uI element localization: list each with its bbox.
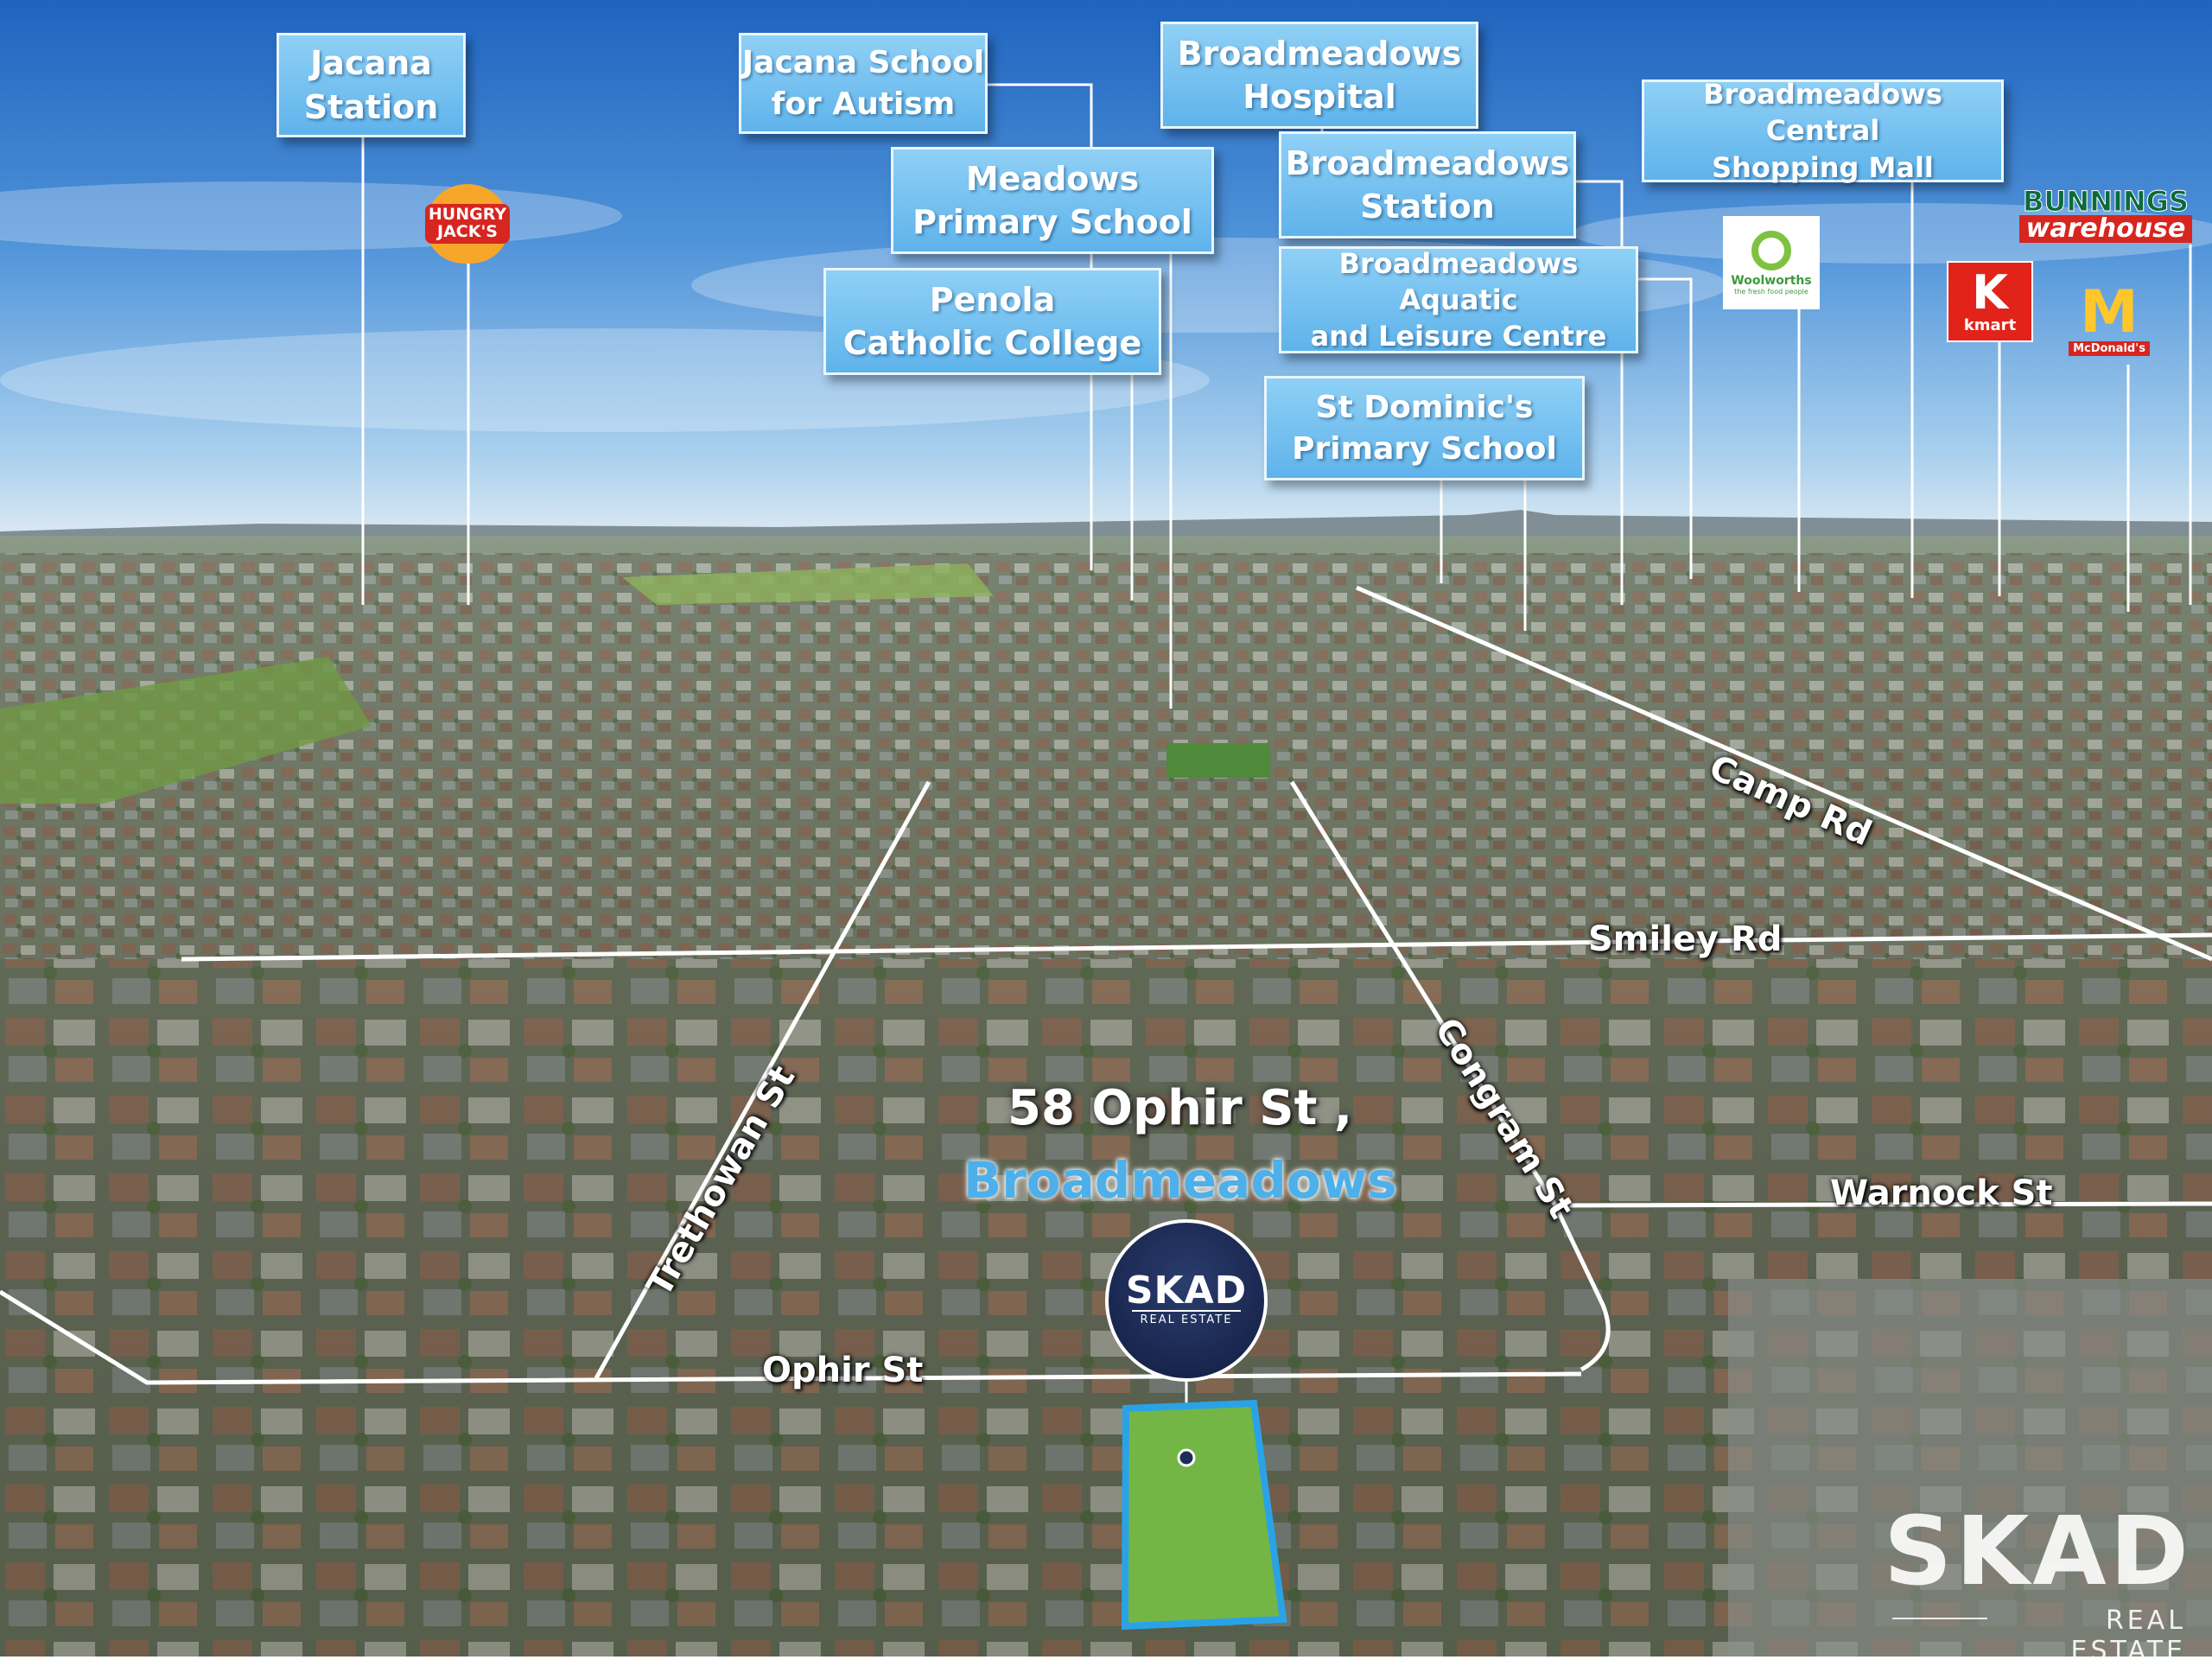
industrial-area [1728, 1279, 2212, 1656]
suburb-houses-far [0, 553, 2212, 959]
woolworths-name: Woolworths [1731, 273, 1812, 288]
skad-watermark-rule [1892, 1618, 1987, 1619]
label-meadows-primary-line2: Primary School [912, 203, 1192, 241]
woolworths-tagline: the fresh food people [1734, 287, 1808, 296]
address-line-1: 58 Ophir St , [1007, 1080, 1353, 1136]
mcdonalds-wordmark: McDonald's [2069, 340, 2150, 356]
label-jacana-school: Jacana School for Autism [739, 33, 988, 134]
mcdonalds-logo: M McDonald's [2069, 278, 2150, 360]
label-bm-hospital-line2: Hospital [1243, 78, 1396, 116]
label-bm-aquatic-line2: and Leisure Centre [1310, 320, 1607, 353]
kmart-logo: K kmart [1947, 261, 2033, 342]
address-line-2: Broadmeadows [963, 1151, 1397, 1210]
green-field [0, 657, 372, 804]
hungry-jacks-logo: HUNGRY JACK'S [424, 184, 511, 264]
hungry-jacks-line2: JACK'S [437, 222, 498, 241]
label-bm-central-line2: Shopping Mall [1712, 150, 1934, 184]
label-st-dominics-line2: Primary School [1292, 430, 1557, 467]
kmart-wordmark: kmart [1963, 315, 2017, 334]
label-bm-aquatic-line1: Broadmeadows Aquatic [1338, 246, 1579, 316]
school-oval [1166, 743, 1270, 778]
label-penola-line2: Catholic College [842, 324, 1142, 362]
bunnings-warehouse: warehouse [2018, 215, 2193, 243]
skad-badge-circle [1105, 1219, 1268, 1382]
label-jacana-station-line1: Jacana [310, 44, 432, 83]
label-jacana-school-line2: for Autism [771, 86, 956, 122]
hungry-jacks-line1: HUNGRY [428, 205, 507, 225]
label-jacana-school-line1: Jacana School [741, 44, 985, 80]
green-field-far [622, 563, 994, 605]
skad-badge-rule [1132, 1310, 1241, 1312]
woolworths-apple-icon [1751, 230, 1791, 270]
label-bm-hospital-line1: Broadmeadows [1177, 34, 1462, 73]
road-label-ophir-st: Ophir St [762, 1351, 924, 1390]
road-label-warnock-st: Warnock St [1830, 1173, 2053, 1213]
woolworths-logo: Woolworths the fresh food people [1723, 216, 1820, 309]
label-bm-station-line1: Broadmeadows [1285, 143, 1570, 182]
bunnings-logo: BUNNINGS warehouse [2006, 186, 2205, 245]
skad-badge-wordmark: SKAD [1125, 1269, 1248, 1313]
label-penola-line1: Penola [929, 280, 1056, 319]
skad-badge-subtitle: REAL ESTATE [1140, 1313, 1233, 1326]
label-broadmeadows-aquatic: Broadmeadows Aquatic and Leisure Centre [1279, 246, 1638, 353]
road-label-smiley-rd: Smiley Rd [1588, 919, 1783, 959]
bunnings-wordmark: BUNNINGS [2023, 185, 2190, 219]
label-st-dominics-line1: St Dominic's [1315, 389, 1534, 425]
mcdonalds-arches-icon: M [2080, 278, 2139, 347]
road-lines [0, 585, 2212, 1385]
skad-watermark-subtitle: REAL ESTATE [2070, 1606, 2186, 1666]
property-pin-dot [1177, 1448, 1196, 1467]
kmart-k-icon: K [1972, 264, 2008, 320]
label-bm-central-line1: Broadmeadows Central [1703, 78, 1942, 148]
property-outline [1121, 1399, 1287, 1631]
label-jacana-station-line2: Station [303, 87, 439, 126]
label-bm-station-line2: Station [1360, 188, 1495, 226]
skad-watermark-wordmark: SKAD [1884, 1496, 2192, 1606]
label-meadows-primary-line1: Meadows [965, 159, 1140, 198]
